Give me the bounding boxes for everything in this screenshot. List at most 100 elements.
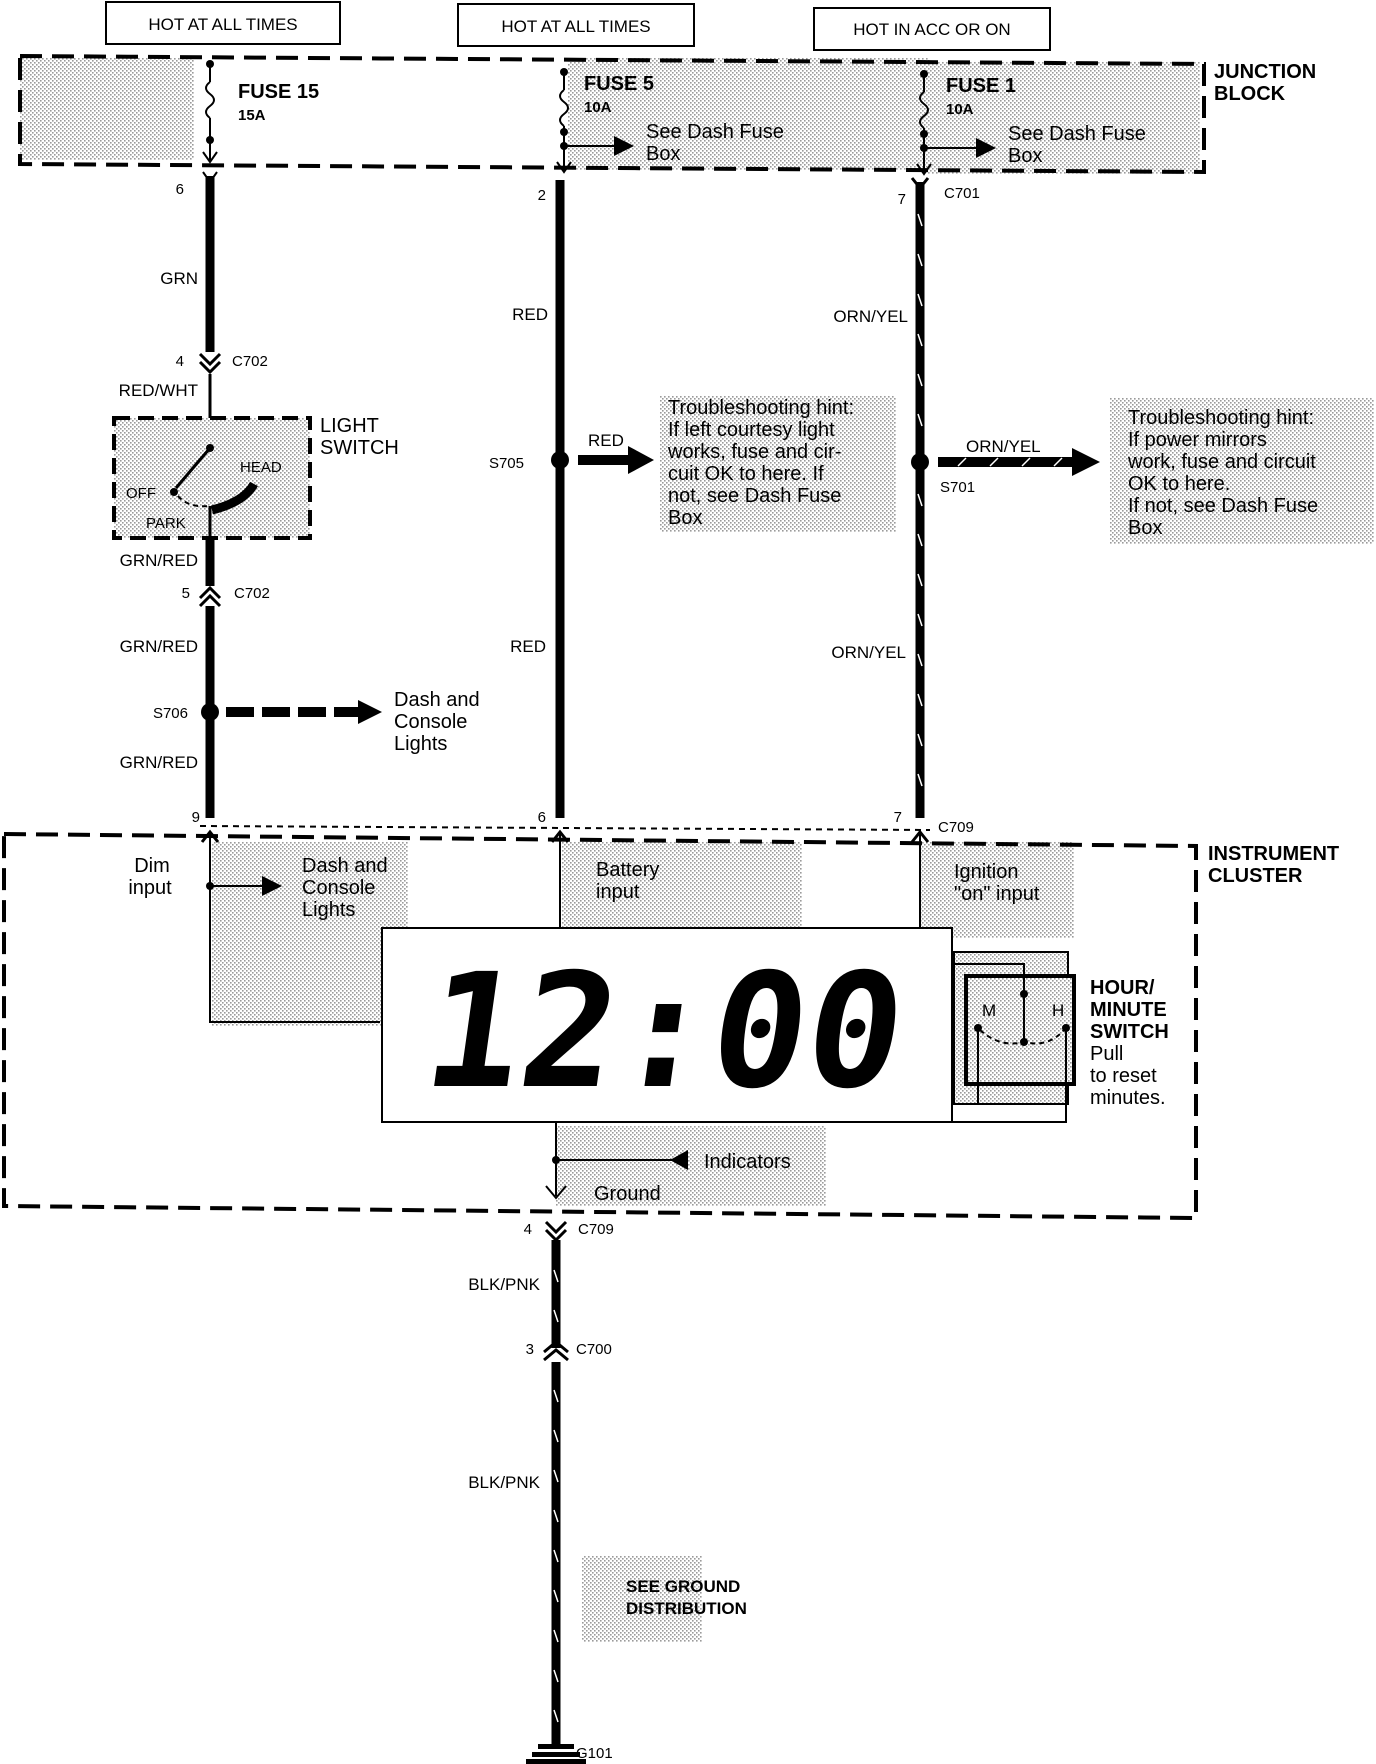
wire-blk-pnk-2: BLK/PNK [468, 1473, 540, 1492]
battery-input-1: Battery [596, 859, 659, 881]
c701-label: C701 [944, 185, 980, 202]
ignition-input-1: Ignition [954, 861, 1019, 883]
wire-orn-yel-1: ORN/YEL [833, 307, 908, 326]
pin-9-c709: 9 [192, 809, 200, 826]
junction-block-label-1: JUNCTION [1214, 61, 1316, 83]
ground-circuit: 4 C709 BLK/PNK 3 C700 BLK/PNK SEE GROUND… [468, 1220, 747, 1764]
wire-orn-yel-2: ORN/YEL [966, 437, 1041, 456]
wire-grn-red-3: GRN/RED [120, 753, 198, 772]
pin-2-top: 2 [538, 187, 546, 204]
clock-digits: 12:00 [414, 941, 915, 1124]
wire-red-3: RED [510, 637, 546, 656]
wire-red-1: RED [512, 305, 548, 324]
c709-top-label: C709 [938, 819, 974, 836]
hm-note-3: minutes. [1090, 1087, 1166, 1109]
left-circuit: 6 GRN 4 C702 RED/WHT LIGHT SWITCH OFF HE… [112, 171, 480, 826]
fuse-15-name: FUSE 15 [238, 81, 319, 103]
light-switch-title-1: LIGHT [320, 415, 379, 437]
light-switch-head: HEAD [240, 459, 282, 476]
see-ground-1: SEE GROUND [626, 1577, 740, 1596]
pin-3-c700: 3 [526, 1341, 534, 1358]
fuse-5-name: FUSE 5 [584, 73, 654, 95]
indicators-label: Indicators [704, 1151, 791, 1173]
dash-console-1-line-1: Dash and [394, 689, 480, 711]
junction-block: JUNCTION BLOCK FUSE 15 15A FUSE 5 10A Se… [18, 54, 1316, 176]
battery-input-2: input [596, 881, 640, 903]
hint-right-line-2: If power mirrors [1128, 429, 1267, 451]
c709-bottom-label: C709 [578, 1221, 614, 1238]
g101-label: G101 [576, 1745, 613, 1762]
light-switch-title-2: SWITCH [320, 437, 399, 459]
hint-right-line-5: If not, see Dash Fuse [1128, 495, 1318, 517]
dash-console-2-line-3: Lights [302, 899, 355, 921]
hint-right-line-3: work, fuse and circuit [1127, 451, 1316, 473]
clock-display: 12:00 [381, 927, 953, 1124]
header-box-left: HOT AT ALL TIMES [105, 1, 341, 45]
hint-left-line-6: Box [668, 507, 702, 529]
switch-h-label: H [1052, 1001, 1064, 1020]
dash-console-1-line-3: Lights [394, 733, 447, 755]
fuse-15-rating: 15A [238, 107, 266, 124]
fuse-5: FUSE 5 10A See Dash Fuse Box [556, 68, 784, 174]
wire-red-2: RED [588, 431, 624, 450]
pin-4-c709: 4 [524, 1221, 532, 1238]
light-switch: LIGHT SWITCH OFF HEAD PARK [112, 415, 399, 540]
c702-bottom: C702 [234, 585, 270, 602]
splice-s705-label: S705 [489, 455, 524, 472]
splice-s706-label: S706 [153, 705, 188, 722]
instrument-cluster: INSTRUMENT CLUSTER Dim input Dash and Co… [2, 829, 1339, 1221]
wire-red-wht: RED/WHT [119, 381, 198, 400]
pin-6-top: 6 [176, 181, 184, 198]
hint-left: Troubleshooting hint: If left courtesy l… [660, 396, 896, 532]
switch-m-label: M [982, 1001, 996, 1020]
splice-s701-label: S701 [940, 479, 975, 496]
fuse-5-rating: 10A [584, 99, 612, 116]
fuse-1-see-dash-1: See Dash Fuse [1008, 123, 1146, 145]
wire-orn-yel-3: ORN/YEL [831, 643, 906, 662]
wire-grn-red-1: GRN/RED [120, 551, 198, 570]
dash-console-2-line-2: Console [302, 877, 375, 899]
light-switch-off: OFF [126, 485, 156, 502]
right-circuit: 7 C701 ORN/YEL S701 ORN/YEL Troubleshoot… [831, 177, 1374, 836]
c702-top: C702 [232, 353, 268, 370]
dim-input-2: input [128, 877, 172, 899]
hint-right-line-6: Box [1128, 517, 1162, 539]
pin-4-c702: 4 [176, 353, 184, 370]
c700-label: C700 [576, 1341, 612, 1358]
light-switch-park: PARK [146, 515, 186, 532]
hm-title-1: HOUR/ [1090, 977, 1155, 999]
header-box-right: HOT IN ACC OR ON [813, 7, 1051, 51]
hint-left-line-1: Troubleshooting hint: [668, 397, 854, 419]
header-left-text: HOT AT ALL TIMES [148, 15, 297, 34]
c709-connector-line [199, 825, 931, 831]
dash-console-1-line-2: Console [394, 711, 467, 733]
hint-left-line-5: not, see Dash Fuse [668, 485, 841, 507]
splice-s706 [201, 703, 219, 721]
splice-s705 [551, 451, 569, 469]
instrument-cluster-title-2: CLUSTER [1208, 865, 1303, 887]
wire-grn: GRN [160, 269, 198, 288]
header-middle-text: HOT AT ALL TIMES [501, 17, 650, 36]
pin-5-c702: 5 [182, 585, 190, 602]
fuse-1: FUSE 1 10A See Dash Fuse Box [916, 70, 1146, 176]
instrument-cluster-title-1: INSTRUMENT [1208, 843, 1339, 865]
fuse-1-rating: 10A [946, 101, 974, 118]
hint-right-line-4: OK to here. [1128, 473, 1230, 495]
dash-console-2-line-1: Dash and [302, 855, 388, 877]
hm-note-2: to reset [1090, 1065, 1157, 1087]
fuse-5-see-dash-2: Box [646, 143, 680, 165]
hint-right-line-1: Troubleshooting hint: [1128, 407, 1314, 429]
hint-left-line-3: works, fuse and cir- [667, 441, 841, 463]
ground-symbol [526, 1744, 586, 1764]
hour-minute-switch: M H HOUR/ MINUTE SWITCH Pull to reset mi… [952, 951, 1169, 1123]
wire-grn-red-2: GRN/RED [120, 637, 198, 656]
ignition-input-2: "on" input [954, 883, 1040, 905]
splice-s701 [911, 453, 929, 471]
dim-input-1: Dim [134, 855, 170, 877]
hint-right: Troubleshooting hint: If power mirrors w… [1110, 398, 1374, 544]
fuse-1-see-dash-2: Box [1008, 145, 1042, 167]
hm-note-1: Pull [1090, 1043, 1123, 1065]
hm-title-2: MINUTE [1090, 999, 1167, 1021]
hm-title-3: SWITCH [1090, 1021, 1169, 1043]
hint-left-line-2: If left courtesy light [668, 419, 835, 441]
